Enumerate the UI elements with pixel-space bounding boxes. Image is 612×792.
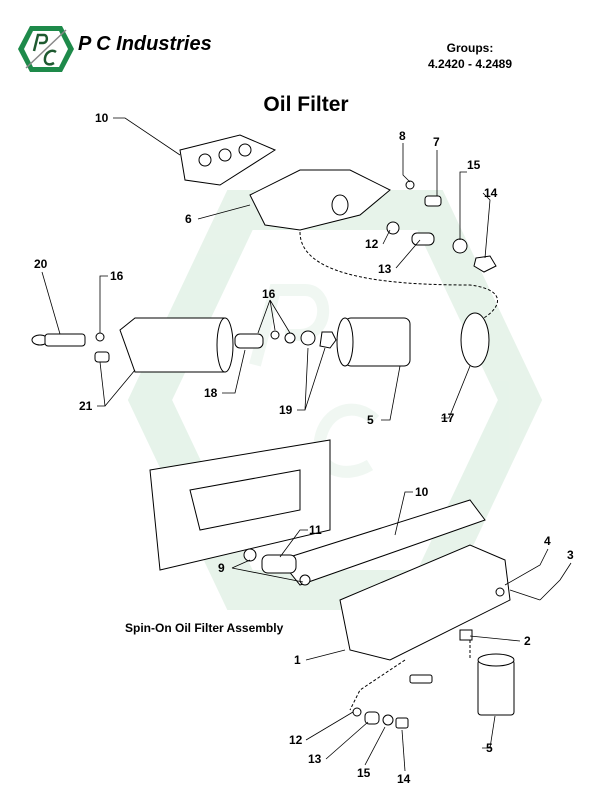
filter-head-part [249, 169, 391, 231]
callout-21: 21 [79, 399, 93, 413]
pc-industries-logo [18, 24, 74, 79]
leader-lines [41, 117, 572, 772]
callout-13: 13 [378, 262, 392, 276]
callout-15: 15 [467, 158, 481, 172]
callout-19: 19 [279, 403, 293, 417]
spin-on-assembly-caption: Spin-On Oil Filter Assembly [125, 621, 284, 635]
page-title: Oil Filter [263, 93, 349, 116]
oil-cooler-part [339, 544, 511, 661]
callout-5: 5 [367, 413, 374, 427]
lower-engine-assembly [149, 439, 541, 729]
callout-9: 9 [218, 561, 225, 575]
callout-20: 20 [34, 257, 48, 271]
callout-8: 8 [399, 129, 406, 143]
callout-14: 14 [397, 772, 411, 786]
groups-range: 4.2420 - 4.2489 [427, 57, 513, 71]
callout-16: 16 [110, 269, 124, 283]
callout-7: 7 [433, 135, 440, 149]
callout-4: 4 [544, 534, 551, 548]
callout-10: 10 [415, 485, 429, 499]
callout-3: 3 [567, 548, 574, 562]
callout-12: 12 [365, 237, 379, 251]
gasket-part [279, 499, 486, 586]
callout-11: 11 [309, 523, 322, 537]
callout-1: 1 [294, 653, 301, 667]
callout-15: 15 [357, 766, 371, 780]
callout-16: 16 [262, 287, 276, 301]
groups-info: Groups: 4.2420 - 4.2489 [420, 40, 520, 72]
callout-18: 18 [204, 386, 218, 400]
callout-13: 13 [308, 752, 322, 766]
callout-5: 5 [486, 741, 493, 755]
callout-6: 6 [185, 212, 192, 226]
callout-14: 14 [484, 186, 498, 200]
groups-label: Groups: [446, 41, 494, 55]
callout-12: 12 [289, 733, 303, 747]
callout-2: 2 [524, 634, 531, 648]
upper-filter-assembly [31, 134, 498, 373]
brand-name: P C Industries [78, 33, 212, 55]
callout-17: 17 [441, 411, 455, 425]
callout-10: 10 [95, 111, 109, 125]
